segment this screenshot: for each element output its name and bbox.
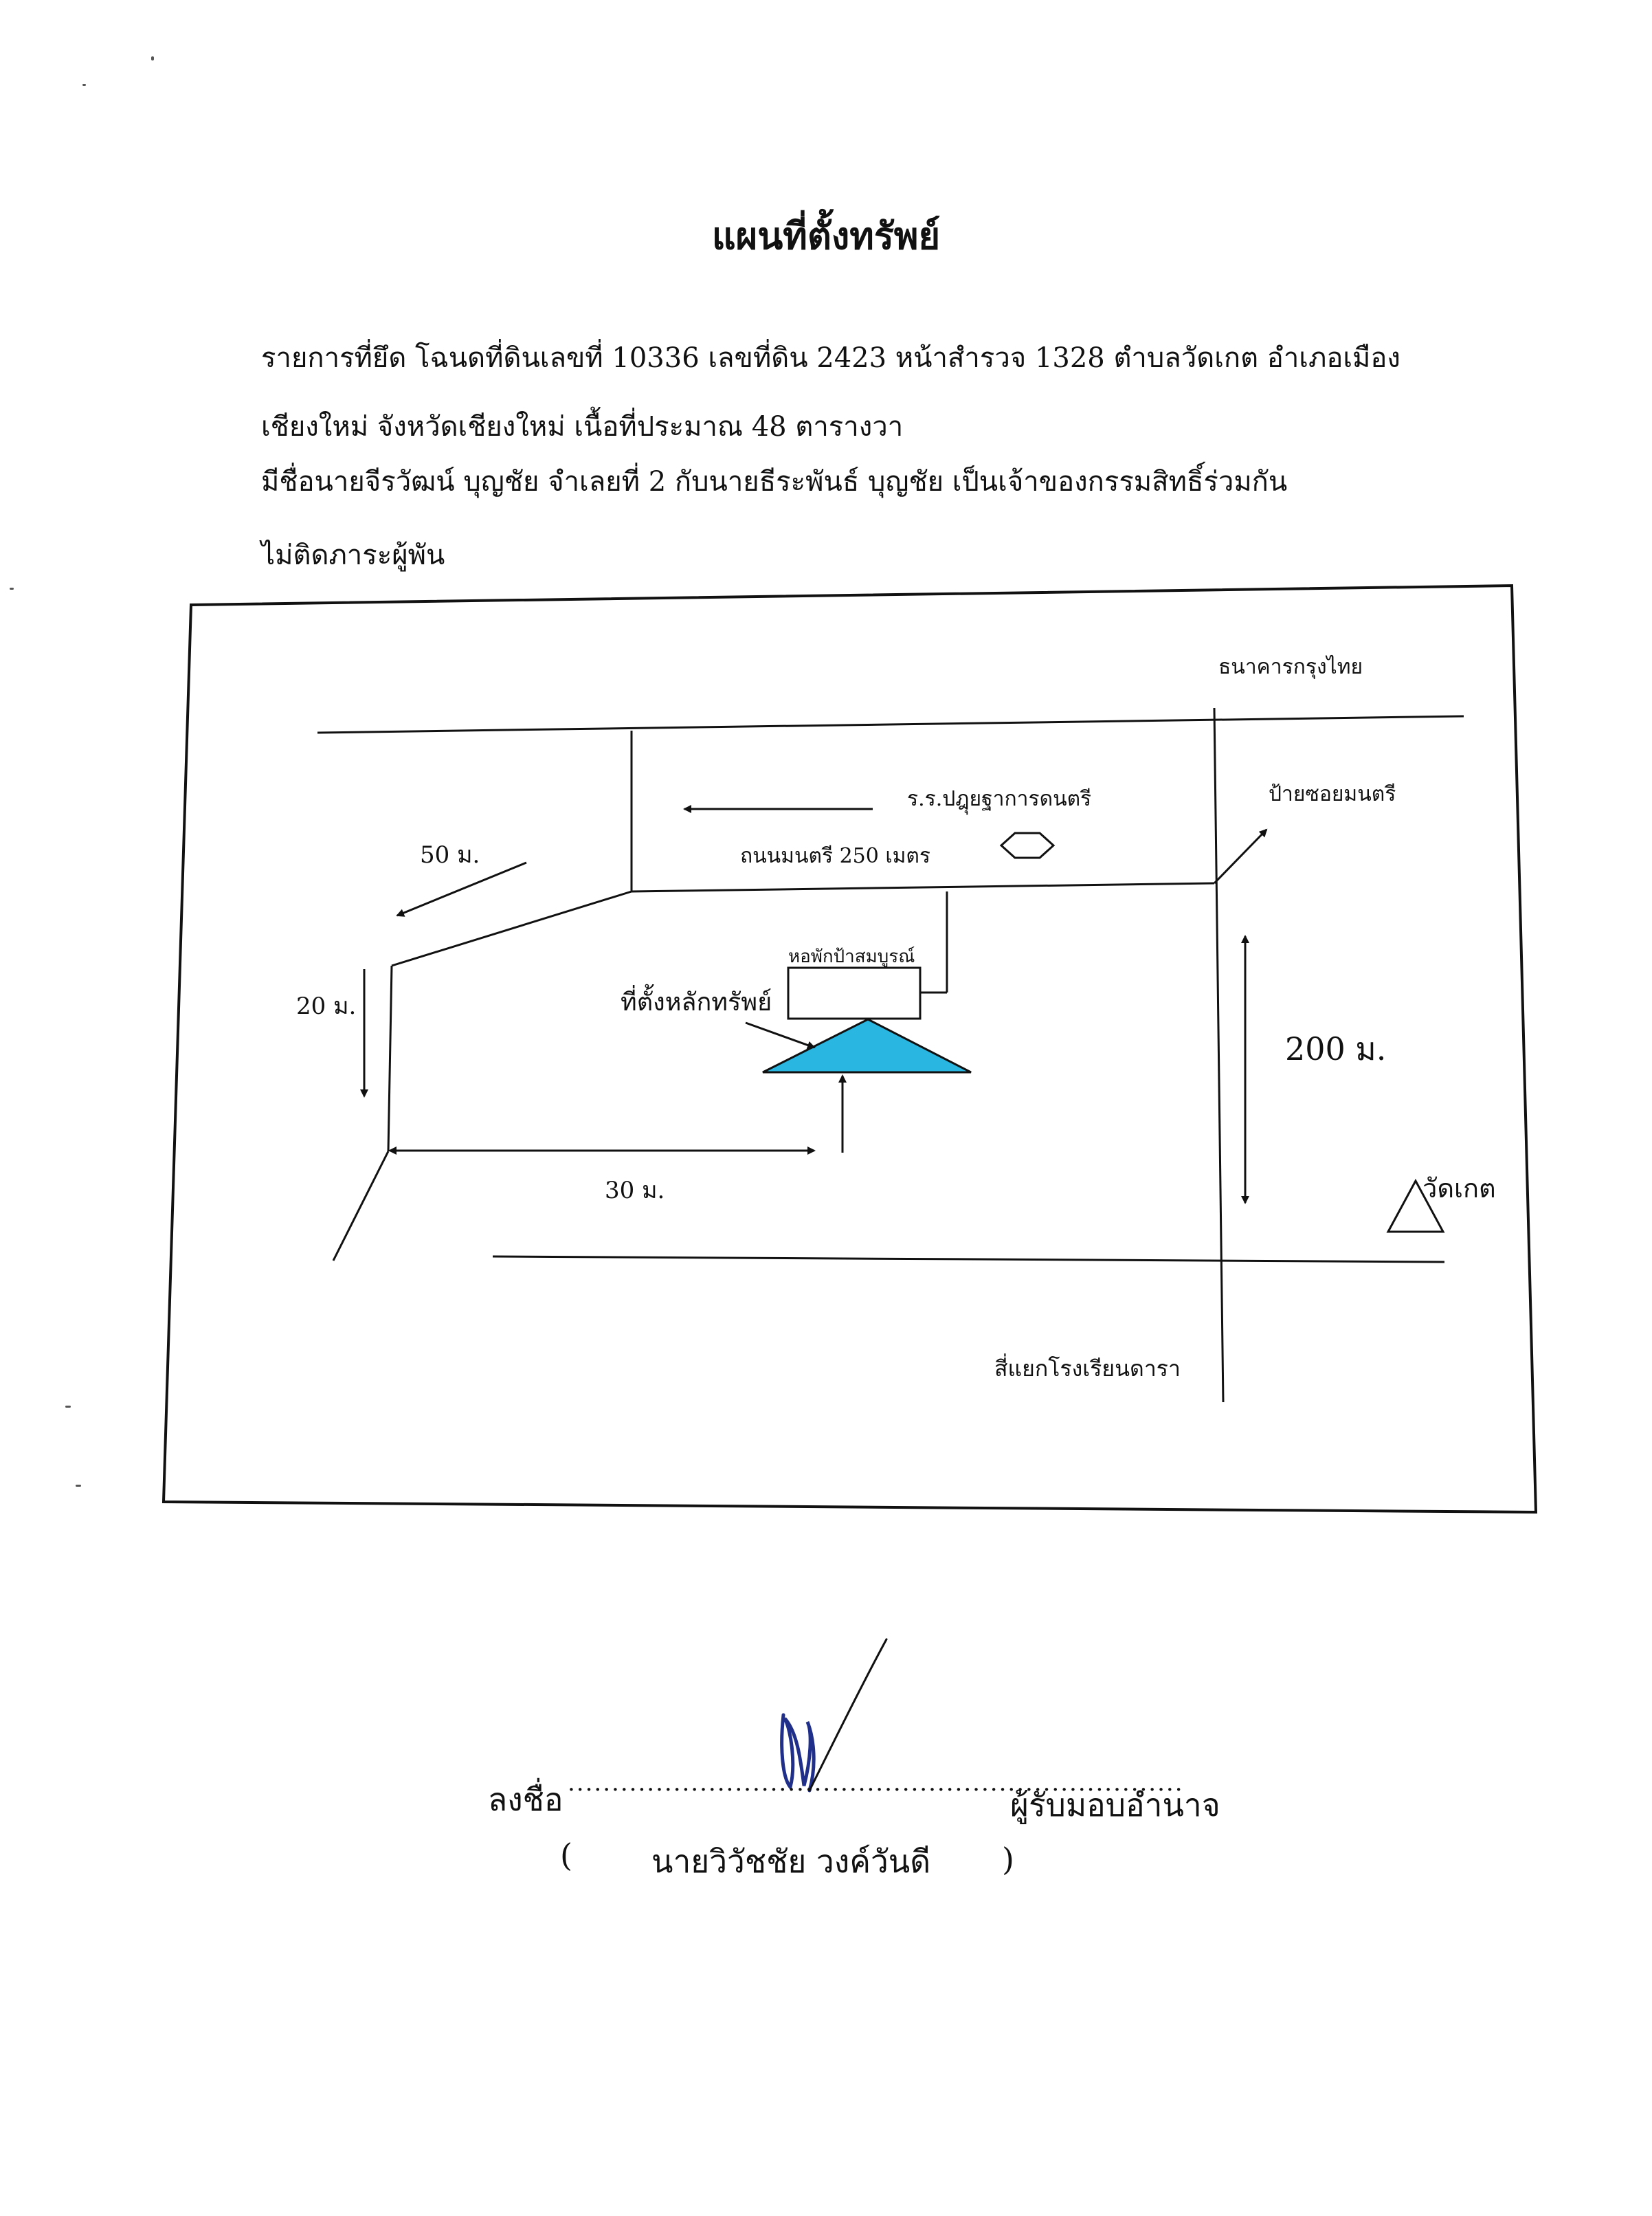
label-temple: วัดเกต <box>1422 1173 1496 1204</box>
soi-road-left <box>387 965 393 1152</box>
label-dist-50: 50 ม. <box>420 841 480 869</box>
map-border <box>161 584 1538 1514</box>
signature-label: ลงชื่อ <box>488 1781 563 1818</box>
dist-50-arrow <box>396 861 527 917</box>
signatory-name: นายวิวัชชัย วงค์วันดี <box>651 1843 931 1880</box>
signature-stroke <box>808 1638 888 1792</box>
montri-road-line <box>631 882 1215 893</box>
scan-speck <box>82 84 86 86</box>
scan-speck <box>151 56 154 60</box>
signature-role: ผู้รับมอบอำนาจ <box>1010 1786 1220 1824</box>
signature-line: ........................................… <box>568 1769 1184 1797</box>
label-intersection: สี่แยกโรงเรียนดารา <box>994 1353 1181 1382</box>
document-title: แผนที่ตั้งทรัพย์ <box>711 214 941 258</box>
signature-paren-open: ( <box>560 1837 572 1874</box>
scan-speck <box>76 1485 81 1487</box>
soi-sign-arrow <box>1213 828 1268 885</box>
label-dorm: หอพักป้าสมบูรณ์ <box>788 946 915 967</box>
temple-icon <box>1386 1178 1445 1233</box>
description-line-4: ไม่ติดภาระผู้พัน <box>261 540 445 571</box>
label-bank: ธนาคารกรุงไทย <box>1218 654 1363 680</box>
label-dist-200: 200 ม. <box>1285 1030 1386 1067</box>
signature-mark <box>780 1713 816 1793</box>
signature-paren-close: ) <box>1002 1841 1014 1878</box>
label-soi-sign: ป้ายซอยมนตรี <box>1269 782 1396 806</box>
description-line-2: เชียงใหม่ จังหวัดเชียงใหม่ เนื้อที่ประมา… <box>261 411 904 443</box>
bottom-road-line <box>492 1255 1445 1263</box>
label-school: ร.ร.ปฎุยฐาการดนตรี <box>907 787 1091 815</box>
label-dist-20: 20 ม. <box>296 993 356 1020</box>
soi-road-exit <box>332 1151 390 1261</box>
scan-speck <box>65 1406 71 1408</box>
landmark-hexagon <box>999 832 1056 859</box>
dorm-building <box>787 966 922 1020</box>
property-pointer-arrow <box>745 1021 816 1050</box>
label-road: ถนนมนตรี 250 เมตร <box>740 844 930 868</box>
label-dist-30: 30 ม. <box>605 1177 665 1204</box>
label-property-location: ที่ตั้งหลักทรัพย์ <box>621 984 772 1017</box>
scan-speck <box>10 588 14 590</box>
description-line-1: รายการที่ยึด โฉนดที่ดินเลขที่ 10336 เลขท… <box>261 342 1400 374</box>
description-line-3: มีชื่อนายจีรวัฒน์ บุญชัย จำเลยที่ 2 กับน… <box>261 466 1288 498</box>
vertical-main-road <box>1213 707 1225 1403</box>
top-road-line <box>317 715 1464 734</box>
soi-road-diagonal <box>391 890 632 967</box>
property-marker <box>762 1018 972 1074</box>
